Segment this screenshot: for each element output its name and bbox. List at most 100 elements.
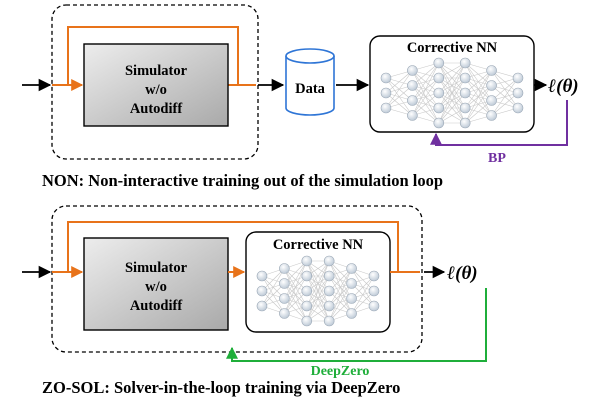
nn-edge bbox=[438, 92, 466, 124]
bottom-nn-title: Corrective NN bbox=[273, 237, 364, 253]
nn-edge bbox=[306, 260, 330, 307]
nn-edge bbox=[261, 268, 285, 307]
top-nn-box bbox=[369, 35, 535, 133]
nn-edge bbox=[328, 268, 352, 307]
nn-node bbox=[459, 72, 471, 84]
nn-edge bbox=[464, 70, 492, 109]
nn-node bbox=[486, 95, 497, 106]
nn-node bbox=[433, 72, 445, 84]
top-neural-net-icon bbox=[380, 57, 524, 129]
nn-node bbox=[346, 263, 357, 274]
nn-edge bbox=[438, 62, 466, 94]
nn-edge bbox=[464, 85, 492, 124]
bottom-sim-line-1: Simulator bbox=[125, 260, 188, 276]
nn-edge bbox=[464, 70, 492, 124]
nn-node bbox=[301, 270, 313, 282]
bottom-sim-line-3: Autodiff bbox=[130, 298, 183, 314]
nn-node bbox=[256, 270, 268, 282]
nn-node bbox=[459, 117, 471, 129]
top-sim-line-2: w/o bbox=[145, 82, 167, 98]
top-nn-title: Corrective NN bbox=[407, 40, 498, 56]
top-dashed-frame bbox=[51, 4, 259, 160]
nn-node bbox=[407, 80, 418, 91]
nn-node bbox=[486, 65, 497, 76]
nn-node bbox=[323, 255, 335, 267]
nn-node bbox=[346, 293, 357, 304]
bottom-panel: Simulator w/o Autodiff Corrective NN ℓ(θ… bbox=[22, 205, 487, 397]
nn-edge bbox=[438, 62, 466, 124]
nn-edge bbox=[385, 70, 413, 109]
nn-node bbox=[407, 110, 418, 121]
nn-node bbox=[459, 102, 471, 114]
nn-node bbox=[512, 87, 524, 99]
nn-edge bbox=[412, 92, 439, 116]
nn-node bbox=[323, 315, 335, 327]
nn-node bbox=[279, 308, 290, 319]
nn-edge bbox=[306, 260, 330, 292]
nn-edge bbox=[306, 275, 330, 322]
bottom-loss-label: ℓ(θ) bbox=[447, 263, 478, 284]
bottom-loop-arrow bbox=[52, 221, 420, 273]
nn-node bbox=[279, 263, 290, 274]
nn-node bbox=[459, 57, 471, 69]
nn-edge bbox=[284, 260, 308, 299]
bottom-nn-box bbox=[245, 231, 391, 333]
top-loop-arrow bbox=[52, 26, 256, 86]
nn-edge bbox=[465, 70, 492, 94]
nn-edge bbox=[438, 77, 466, 124]
nn-node bbox=[407, 95, 418, 106]
nn-node bbox=[368, 285, 380, 297]
nn-node bbox=[433, 87, 445, 99]
nn-node bbox=[256, 285, 268, 297]
nn-node bbox=[323, 300, 335, 312]
bottom-caption: ZO-SOL: Solver-in-the-loop training via … bbox=[42, 378, 400, 397]
nn-edge bbox=[438, 62, 466, 109]
nn-node bbox=[433, 57, 445, 69]
nn-node bbox=[301, 315, 313, 327]
nn-node bbox=[301, 285, 313, 297]
nn-node bbox=[512, 72, 524, 84]
top-loss-label: ℓ(θ) bbox=[548, 76, 579, 97]
nn-node bbox=[368, 300, 380, 312]
nn-edge bbox=[465, 100, 492, 124]
nn-node bbox=[486, 110, 497, 121]
nn-node bbox=[256, 300, 268, 312]
bottom-simulator-box bbox=[83, 237, 229, 331]
top-sim-line-1: Simulator bbox=[125, 63, 188, 79]
nn-edge bbox=[385, 70, 413, 94]
nn-node bbox=[346, 308, 357, 319]
nn-node bbox=[368, 270, 380, 282]
nn-node bbox=[380, 87, 392, 99]
nn-edge bbox=[306, 260, 330, 322]
nn-node bbox=[323, 270, 335, 282]
deepzero-feedback-arrow bbox=[226, 288, 487, 362]
nn-edge bbox=[306, 290, 330, 322]
data-label: Data bbox=[295, 81, 326, 97]
bp-label: BP bbox=[488, 151, 506, 166]
nn-edge bbox=[284, 260, 308, 314]
nn-node bbox=[459, 87, 471, 99]
bottom-neural-net-icon bbox=[256, 255, 380, 327]
nn-edge bbox=[328, 283, 352, 322]
top-sim-line-3: Autodiff bbox=[130, 101, 183, 117]
nn-node bbox=[279, 278, 290, 289]
nn-edge bbox=[412, 62, 440, 101]
nn-edge bbox=[412, 62, 440, 116]
top-panel: Simulator w/o Autodiff Data Corrective N… bbox=[22, 4, 579, 190]
nn-edge bbox=[412, 77, 440, 116]
deepzero-label: DeepZero bbox=[311, 364, 370, 379]
nn-node bbox=[380, 72, 392, 84]
top-caption: NON: Non-interactive training out of the… bbox=[42, 171, 443, 190]
nn-node bbox=[301, 255, 313, 267]
data-database-icon bbox=[285, 48, 335, 116]
nn-node bbox=[301, 300, 313, 312]
nn-node bbox=[279, 293, 290, 304]
nn-node bbox=[380, 102, 392, 114]
nn-node bbox=[486, 80, 497, 91]
nn-edge bbox=[491, 92, 519, 116]
nn-edge bbox=[491, 77, 519, 116]
nn-node bbox=[433, 102, 445, 114]
bp-feedback-arrow bbox=[430, 100, 568, 146]
nn-edge bbox=[412, 62, 439, 86]
